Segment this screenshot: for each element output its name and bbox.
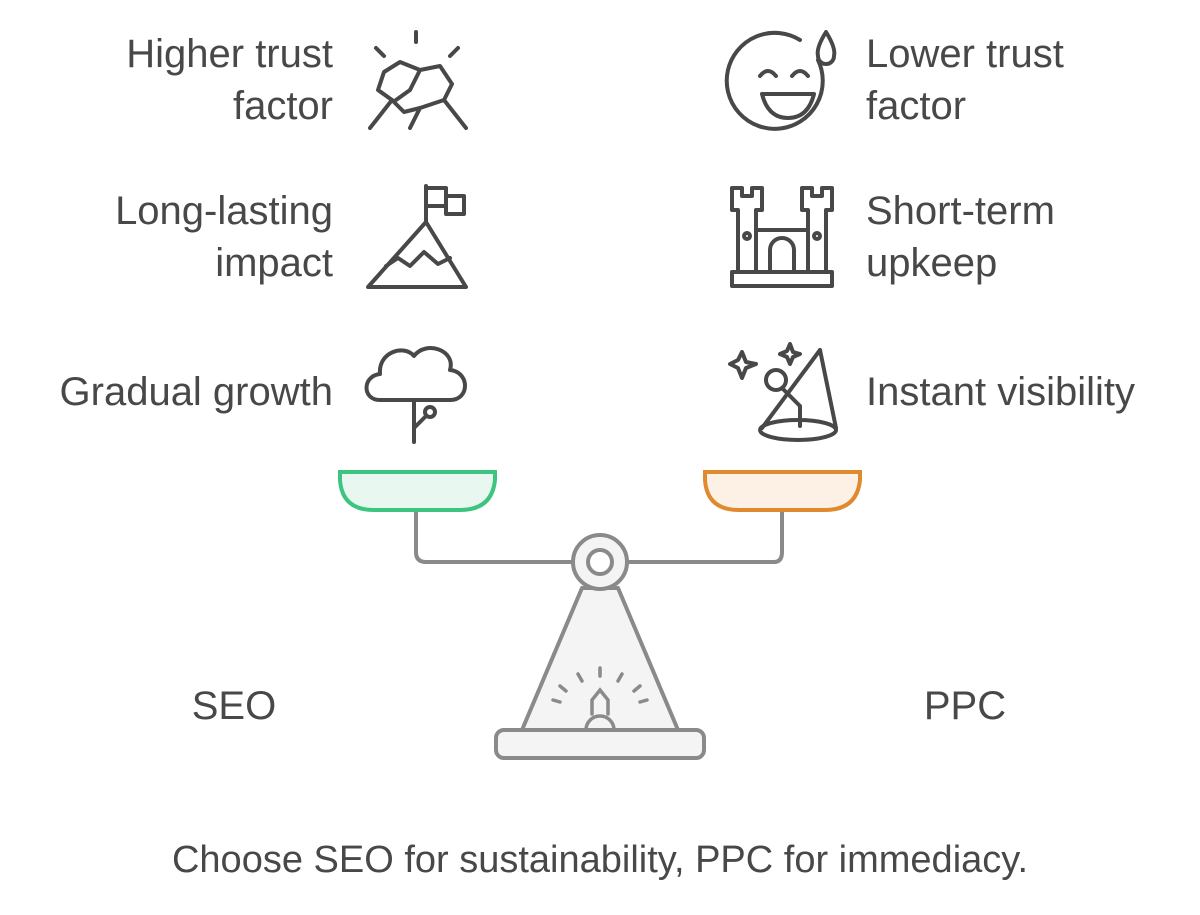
seo-benefit-trust: Higher trust factor [126, 28, 333, 132]
ppc-label: PPC [923, 684, 1007, 728]
benefit-line: factor [866, 84, 967, 128]
benefit-line: Lower trust [866, 32, 1064, 76]
seo-label: SEO [191, 684, 277, 728]
spotlight-microphone-icon [728, 342, 838, 442]
benefit-line: Short-term [866, 189, 1055, 233]
scale-base [494, 728, 706, 760]
seo-benefit-impact: Long-lasting impact [115, 185, 333, 289]
benefit-line: upkeep [866, 241, 998, 285]
ppc-pan [703, 470, 862, 512]
ppc-benefit-upkeep: Short-term upkeep [866, 185, 1055, 289]
benefit-line: Long-lasting [115, 189, 333, 233]
castle-icon [730, 186, 834, 288]
seo-benefit-growth: Gradual growth [59, 370, 333, 414]
mountain-flag-icon [366, 184, 468, 289]
benefit-line: factor [232, 84, 333, 128]
seo-pan [338, 470, 497, 512]
sweating-smile-icon [724, 30, 837, 131]
ppc-benefit-visibility: Instant visibility [866, 370, 1135, 414]
balance-indicator-icon [551, 666, 649, 732]
scale-stand [520, 586, 680, 732]
benefit-line: impact [215, 241, 333, 285]
handshake-icon [368, 30, 468, 130]
benefit-line: Higher trust [126, 32, 333, 76]
ppc-benefit-trust: Lower trust factor [866, 28, 1064, 132]
tree-icon [364, 346, 467, 444]
caption: Choose SEO for sustainability, PPC for i… [171, 839, 1029, 881]
